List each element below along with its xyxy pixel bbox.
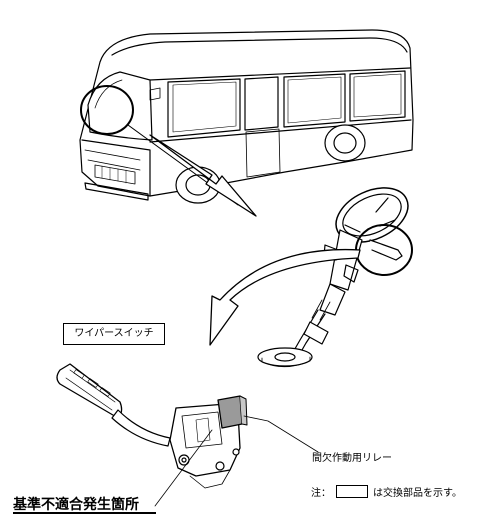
defect-leader-line (154, 429, 213, 507)
wiper-switch-illustration (56, 363, 248, 489)
highlight-circle-bus (80, 85, 134, 135)
note-prefix: 注： (311, 488, 331, 499)
intermittent-relay-label: 間欠作動用リレー (312, 453, 392, 464)
intermittent-relay-part (217, 395, 243, 429)
wiper-switch-label: ワイパースイッチ (63, 323, 165, 345)
microbus-illustration (79, 29, 414, 204)
replacement-part-legend-box (336, 485, 368, 498)
defect-location-label: 基準不適合発生箇所 (13, 497, 139, 513)
arrow-steering-to-switch (209, 248, 361, 346)
arrow-bus-to-steering (127, 124, 257, 217)
note-suffix: は交換部品を示す。 (373, 488, 462, 499)
legend-note: 注： は交換部品を示す。 (311, 484, 462, 499)
relay-leader-line (243, 415, 319, 453)
defect-label-underline (13, 512, 156, 514)
steering-column-illustration (257, 187, 409, 368)
